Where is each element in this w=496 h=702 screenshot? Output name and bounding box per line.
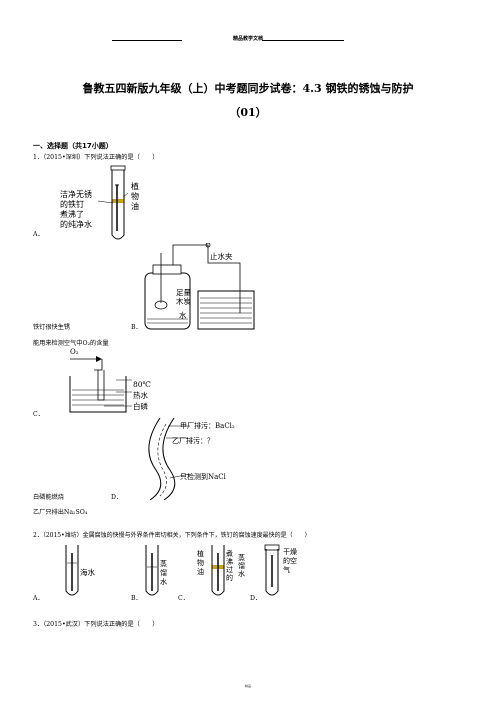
- question-2-stem: 2．（2015•潍坊）金属腐蚀的快慢与外界条件密切相关，下列条件下，铁钉的腐蚀速…: [33, 532, 311, 539]
- option-2b-label: B．: [131, 595, 142, 602]
- fig1a-text-right: 植 物 油: [131, 182, 139, 211]
- doc-title-line2: （01）: [229, 106, 267, 119]
- doc-title-line1: 鲁教五四新版九年级（上）中考题同步试卷：4.3 钢铁的锈蚀与防护: [82, 82, 414, 95]
- option-1a-caption: 铁钉很快生锈: [33, 324, 71, 331]
- option-1b-caption: 能用来检测空气中O₂的含量: [33, 340, 109, 347]
- fig1d-line2: 乙厂排污：？: [172, 437, 214, 445]
- fig2a-label: 海水: [80, 568, 95, 577]
- figure-1c-beaker: [60, 356, 170, 416]
- option-2d-label: D．: [250, 595, 262, 602]
- option-2c-label: C．: [178, 595, 189, 602]
- fig2c-left-label: 植物油: [197, 550, 204, 576]
- figure-1d-river: [130, 418, 270, 500]
- figure-1a-test-tube: [60, 165, 150, 245]
- option-2a-label: A．: [33, 595, 44, 602]
- figure-2c-tube: [208, 543, 228, 599]
- fig2b-label: 蒸馏水: [160, 560, 167, 586]
- fig1d-line1: 甲厂排污：BaCl₂: [180, 422, 235, 430]
- fig1d-line3: 只检测到NaCl: [180, 473, 226, 481]
- option-1c-label: C．: [33, 411, 44, 418]
- option-1d-caption: 乙厂只排出Na₂SO₄: [33, 509, 88, 516]
- option-1c-caption: 白磷能燃烧: [33, 494, 64, 501]
- page-header: 精品教学文档: [232, 36, 263, 42]
- fig1c-labels: 80℃ 热水 白磷: [133, 380, 151, 411]
- question-3-stem: 3．（2015•武汉）下列说法正确的是（ ）: [33, 621, 159, 628]
- option-1a-label: A．: [33, 231, 44, 238]
- fig2c-right-label: 煮沸过的: [226, 550, 233, 582]
- figure-2b-tube: [142, 543, 162, 599]
- fig1c-gas-label: O₂: [70, 348, 79, 356]
- fig1a-text-left: 洁净无锈 的铁钉 煮沸了 的纯净水: [60, 190, 92, 229]
- header-rule-left: [112, 40, 182, 41]
- option-1b-label: B．: [131, 324, 142, 331]
- header-rule-right: [262, 40, 344, 41]
- figure-2d-tube: [262, 543, 282, 599]
- fig2d-label: 干燥的空气: [283, 548, 297, 574]
- option-1d-label: D．: [111, 494, 123, 501]
- fig2c-far-label: 蒸馏水: [238, 554, 245, 578]
- section-heading: 一、选择题（共17小题）: [33, 142, 113, 150]
- fig1b-water-label: 水: [179, 311, 187, 320]
- fig1b-labels: 足量 木炭: [176, 288, 191, 306]
- figure-2a-tube: [62, 543, 82, 599]
- figure-1b-apparatus: [140, 243, 260, 333]
- fig1b-clamp-label: 止水夹: [210, 252, 233, 261]
- question-1-stem: 1．（2015•深圳）下列说法正确的是（ ）: [33, 154, 159, 161]
- page-footer: 精品: [244, 684, 251, 688]
